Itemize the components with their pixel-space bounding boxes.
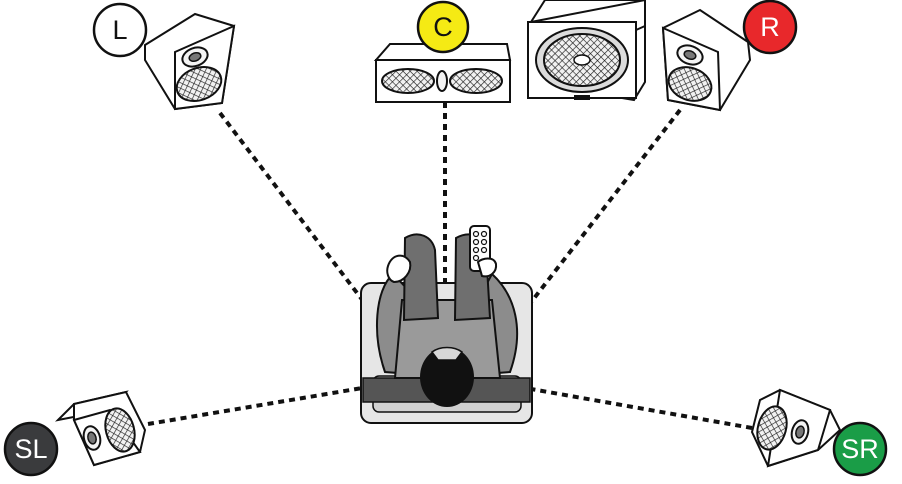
badge-surround-right-label: SR: [841, 434, 879, 464]
badge-center-label: C: [433, 12, 453, 42]
hair: [420, 347, 474, 407]
badge-center: C: [416, 0, 470, 54]
center-speaker-icon: [373, 43, 512, 103]
listener-icon: [360, 233, 533, 424]
badge-left-label: L: [112, 15, 127, 45]
surround-left-speaker-icon: [54, 390, 147, 467]
left-speaker-icon: [144, 12, 236, 111]
badge-right-label: R: [760, 12, 780, 42]
badge-surround-left-label: SL: [14, 434, 47, 464]
surround-right-speaker-icon: [750, 388, 842, 468]
right-signal-line: [523, 108, 682, 312]
badge-surround-left: SL: [3, 421, 59, 477]
subwoofer-icon: [526, 0, 646, 102]
right-speaker-icon: [661, 8, 752, 112]
badge-left: L: [92, 2, 148, 58]
badge-surround-right: SR: [832, 421, 888, 477]
surround-right-signal-line: [479, 378, 753, 430]
remote-control-icon: [469, 225, 498, 278]
left-signal-line: [218, 111, 372, 312]
badge-right: R: [742, 0, 798, 55]
